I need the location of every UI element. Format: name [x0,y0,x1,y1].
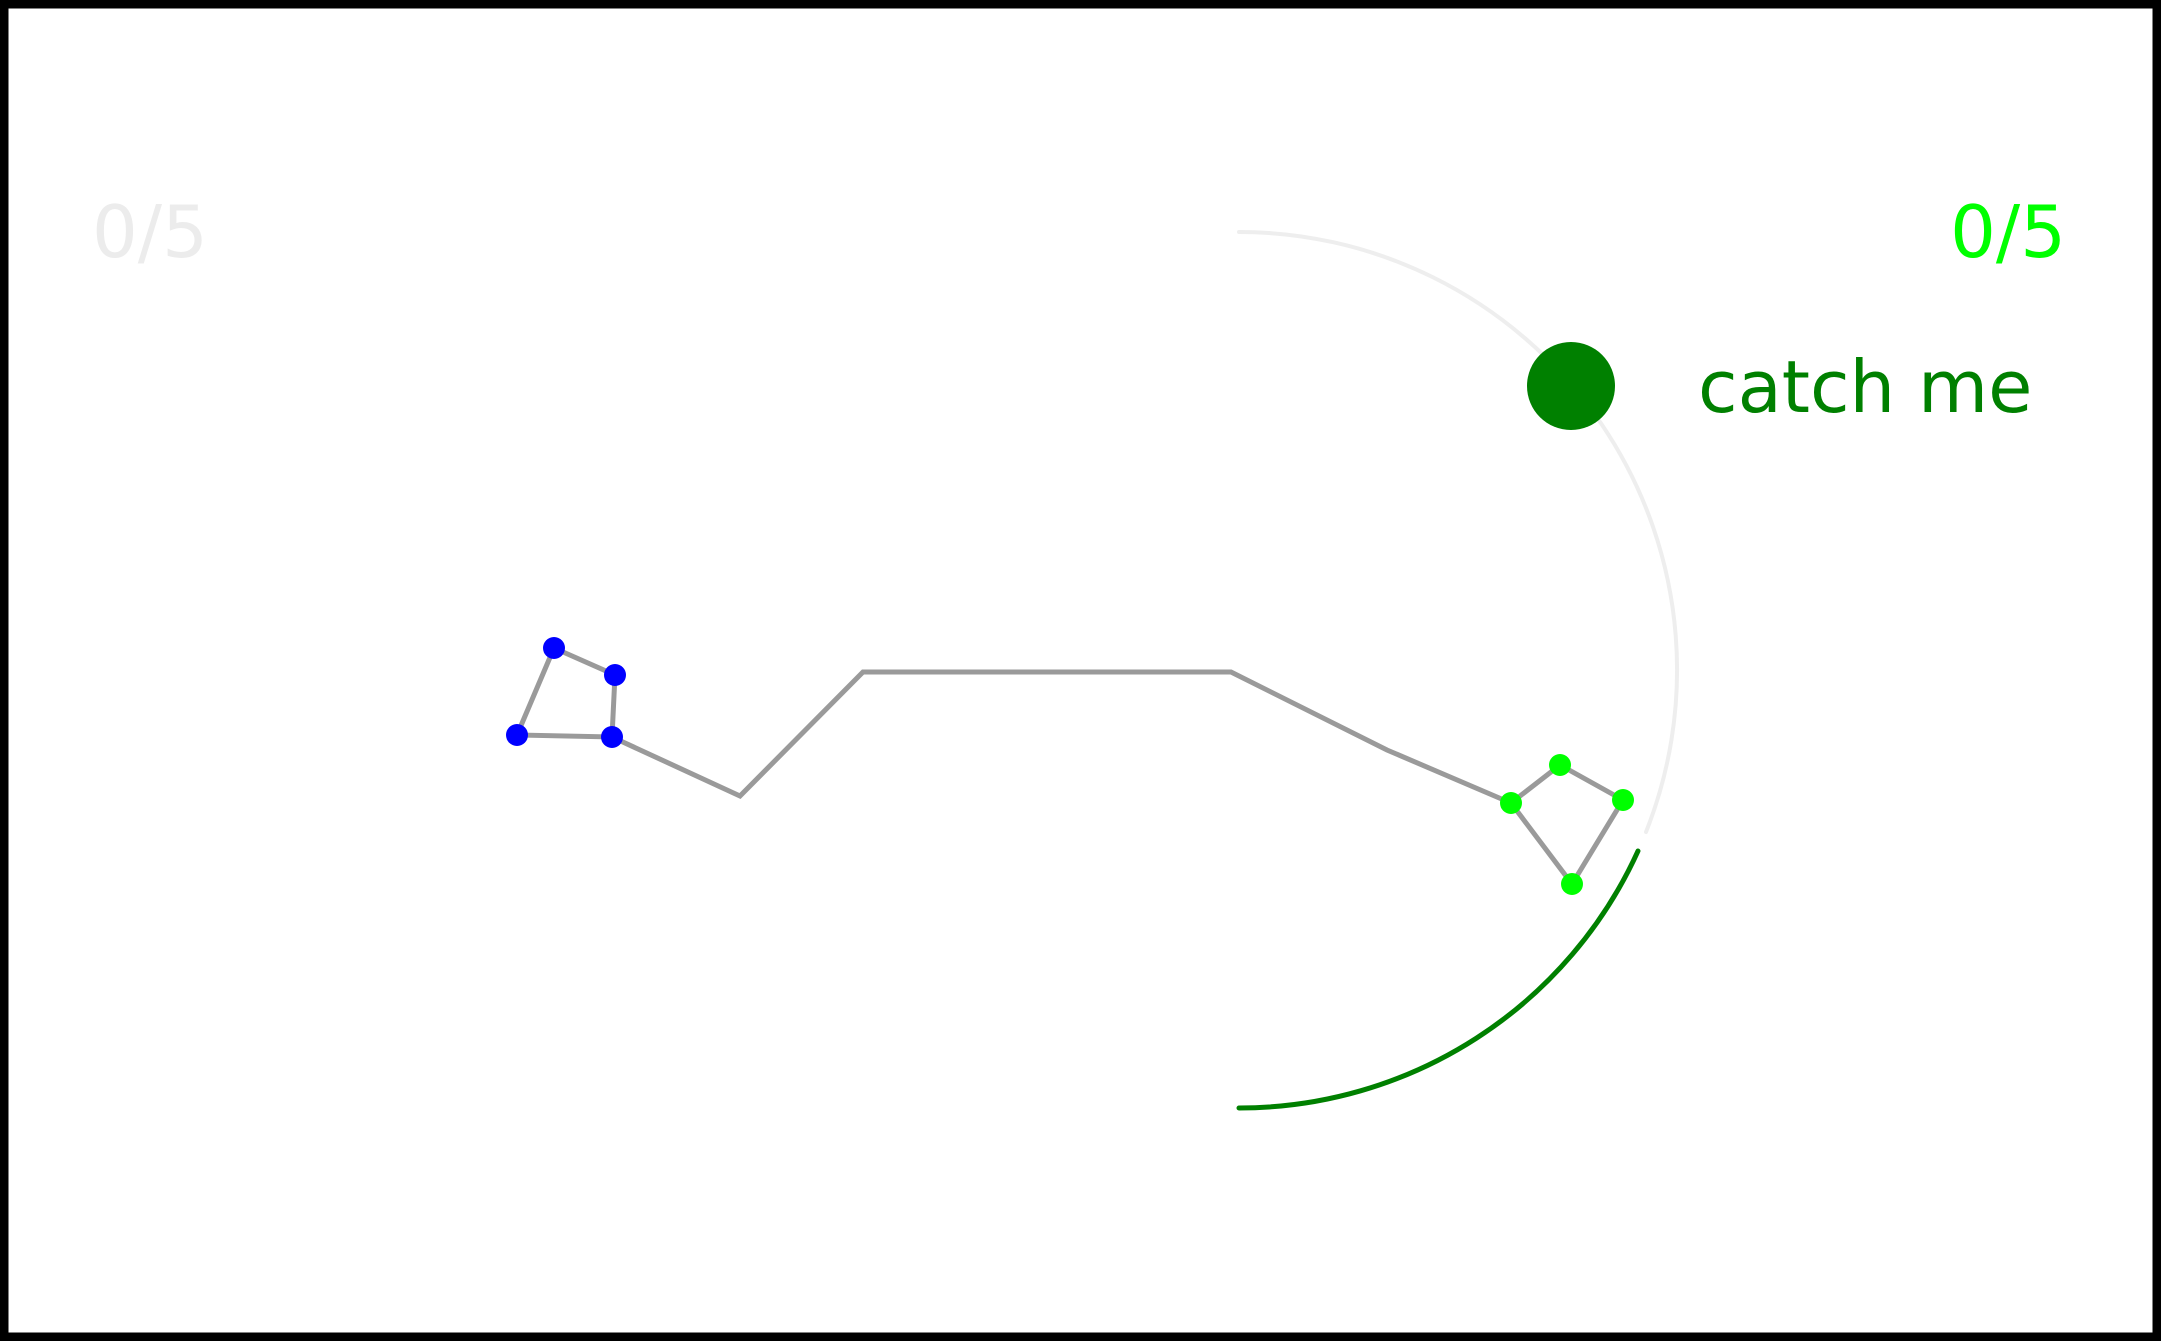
left-player-node [604,664,626,686]
left-player-node [601,726,623,748]
left-player-node [506,724,528,746]
progress-arc [1236,848,1641,1111]
right-score: 0/5 [1950,190,2066,274]
orbit-track [1237,230,1679,834]
left-score: 0/5 [92,190,208,274]
right-player-node [1612,789,1634,811]
left-player-node [543,637,565,659]
right-player-node [1561,873,1583,895]
left-player [506,637,626,748]
right-player-node [1549,754,1571,776]
target-dot[interactable] [1527,342,1615,430]
right-player-node [1500,792,1522,814]
right-player [1500,754,1634,895]
target-label: catch me [1698,345,2032,429]
rope [610,669,1512,806]
